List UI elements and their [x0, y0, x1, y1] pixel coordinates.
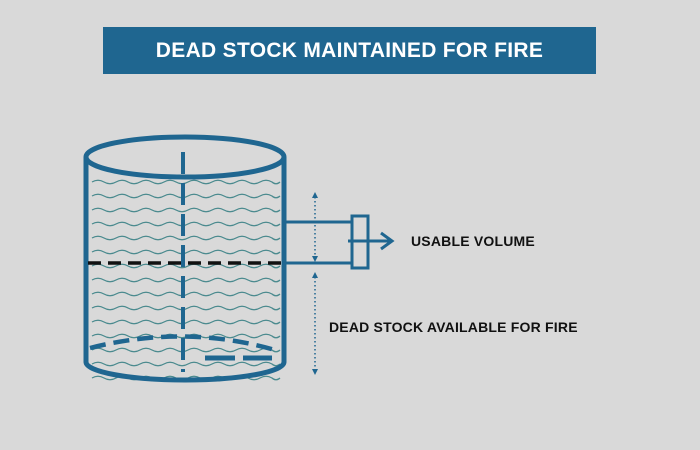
- water-wave-line: [91, 347, 281, 353]
- dead-stock-label: DEAD STOCK AVAILABLE FOR FIRE: [329, 319, 578, 335]
- water-waves: [91, 179, 281, 381]
- usable-volume-label: USABLE VOLUME: [411, 233, 535, 249]
- water-wave-line: [91, 361, 281, 367]
- water-wave-line: [91, 305, 281, 311]
- tank-top-rim: [83, 134, 287, 180]
- title-banner: DEAD STOCK MAINTAINED FOR FIRE: [103, 27, 596, 74]
- water-wave-line: [91, 179, 281, 185]
- usable-volume-arrow-down: [312, 256, 318, 262]
- water-wave-line: [91, 319, 281, 325]
- water-wave-line: [91, 249, 281, 255]
- water-wave-line: [91, 221, 281, 227]
- water-wave-line: [91, 235, 281, 241]
- water-wave-line: [91, 207, 281, 213]
- dead-stock-arrow-down: [312, 369, 318, 375]
- outlet-arrow-head: [380, 231, 395, 251]
- water-wave-line: [91, 291, 281, 297]
- water-wave-line: [91, 263, 281, 269]
- title-text: DEAD STOCK MAINTAINED FOR FIRE: [155, 38, 544, 62]
- usable-volume-arrow-up: [312, 192, 318, 198]
- tank-wall: [83, 157, 287, 383]
- water-wave-line: [91, 277, 281, 283]
- water-wave-line: [91, 193, 281, 199]
- dead-stock-arrow-up: [312, 272, 318, 278]
